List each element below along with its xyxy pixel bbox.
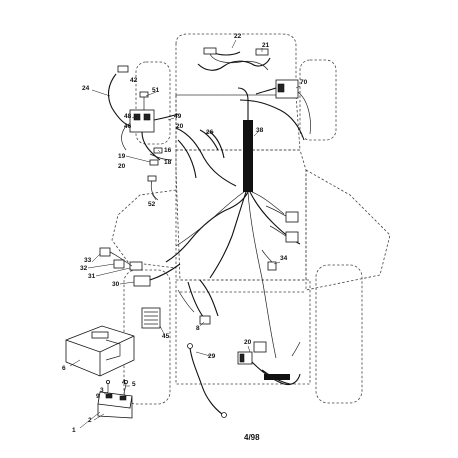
- right-harness-block: [239, 79, 311, 141]
- callout-8: 8: [196, 325, 200, 332]
- callout-labels: 22 21 24 42 51 70 48 49 20 46 26 38 16 1…: [62, 33, 308, 434]
- callout-33: 33: [84, 257, 92, 264]
- callout-3: 3: [100, 387, 104, 394]
- left-connectors: [147, 127, 237, 201]
- battery: [97, 379, 133, 419]
- callout-46: 46: [124, 123, 132, 130]
- callout-20-lower: 20: [244, 339, 252, 346]
- callout-29: 29: [208, 353, 216, 360]
- ignition-harness: [107, 65, 179, 161]
- battery-tray: [65, 325, 135, 377]
- module-45: [141, 279, 219, 329]
- callout-9: 9: [96, 393, 100, 400]
- callout-20-middle: 20: [118, 163, 126, 170]
- callout-16: 16: [164, 147, 172, 154]
- solenoid-area: [237, 341, 301, 386]
- callout-70: 70: [300, 79, 308, 86]
- callout-31: 31: [88, 273, 96, 280]
- leader-lines: [69, 39, 301, 429]
- callout-18-left: 18: [164, 159, 172, 166]
- callout-24: 24: [82, 85, 90, 92]
- callout-30: 30: [112, 281, 120, 288]
- callout-45: 45: [162, 333, 170, 340]
- callout-1: 1: [72, 427, 76, 434]
- callout-4: 4: [122, 379, 126, 386]
- callout-52: 52: [148, 201, 156, 208]
- callout-32: 32: [80, 265, 88, 272]
- callout-2: 2: [88, 417, 92, 424]
- callout-48: 48: [124, 113, 132, 120]
- callout-51: 51: [152, 87, 160, 94]
- callout-26: 26: [206, 129, 214, 136]
- callout-20-upper: 20: [176, 123, 184, 130]
- callout-6: 6: [62, 365, 66, 372]
- headlight-assembly: [197, 47, 271, 71]
- callout-49: 49: [174, 113, 182, 120]
- main-harness-coil: [165, 87, 301, 359]
- callout-22: 22: [234, 33, 242, 40]
- right-middle-switches: [261, 205, 299, 271]
- callout-5: 5: [132, 381, 136, 388]
- callout-21: 21: [262, 42, 270, 49]
- callout-34: 34: [280, 255, 288, 262]
- callout-19: 19: [118, 153, 126, 160]
- callout-42: 42: [130, 77, 138, 84]
- battery-cable-29: [187, 343, 227, 418]
- tractor-outline: [111, 33, 391, 405]
- revision-date: 4/98: [244, 433, 260, 442]
- callout-38: 38: [256, 127, 264, 134]
